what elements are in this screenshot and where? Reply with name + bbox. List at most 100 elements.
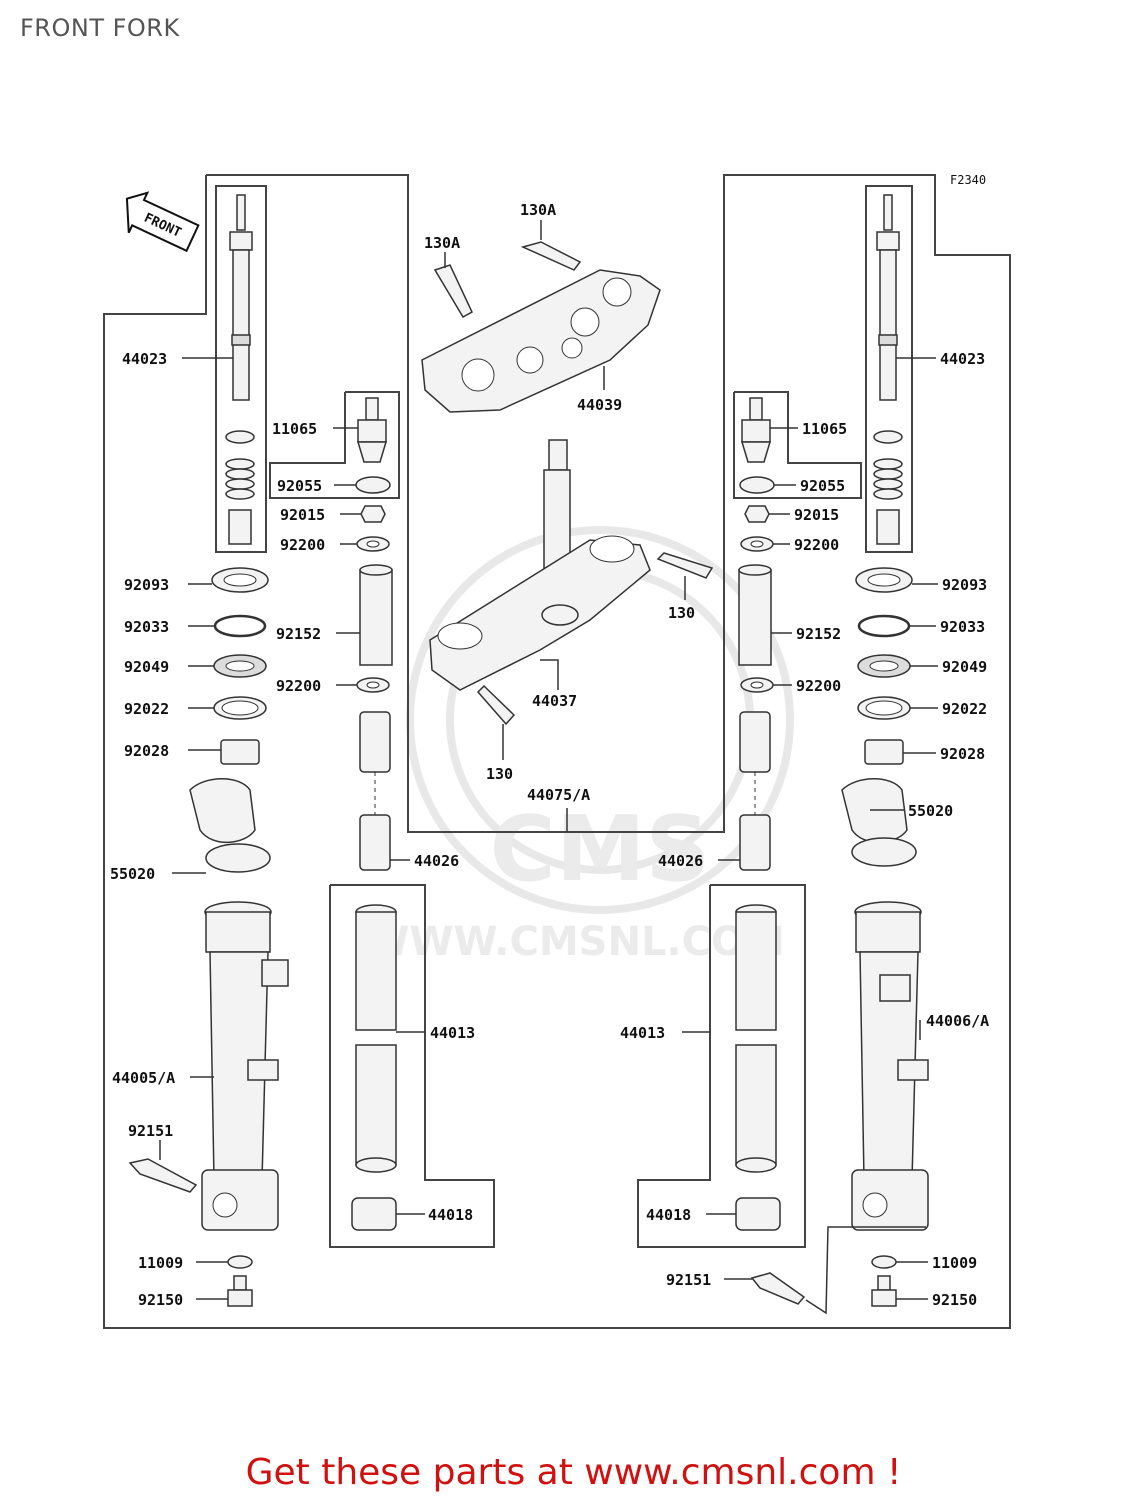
label-44018-left: 44018 — [428, 1206, 473, 1224]
bushing-outer-right — [864, 739, 904, 765]
label-44023-left: 44023 — [122, 350, 167, 368]
steering-stem — [429, 439, 651, 691]
label-92151-left: 92151 — [128, 1122, 173, 1140]
label-92055-right: 92055 — [800, 477, 845, 495]
nut-right — [744, 505, 770, 523]
washer-lower-right — [740, 677, 774, 693]
label-92015-left: 92015 — [280, 506, 325, 524]
label-92033-left: 92033 — [124, 618, 169, 636]
label-92049-left: 92049 — [124, 658, 169, 676]
spacer-left — [359, 564, 393, 666]
washer-plate-right — [857, 696, 911, 720]
label-11065-right: 11065 — [802, 420, 847, 438]
upper-bracket-bolt-a — [433, 264, 473, 319]
watermark-brand: CMS — [490, 797, 710, 902]
washer-upper-left — [356, 536, 390, 552]
label-44013-right: 44013 — [620, 1024, 665, 1042]
upper-bracket — [421, 269, 661, 413]
page-title: FRONT FORK — [20, 14, 180, 42]
label-55020-right: 55020 — [908, 802, 953, 820]
label-92200-left-b: 92200 — [276, 677, 321, 695]
label-92093-right: 92093 — [942, 576, 987, 594]
label-130-a: 130 — [668, 604, 695, 622]
label-92150-right: 92150 — [932, 1291, 977, 1309]
leader-lines — [159, 220, 938, 1315]
outer-tube-left — [201, 901, 289, 1231]
label-92028-right: 92028 — [940, 745, 985, 763]
footer-link[interactable]: Get these parts at www.cmsnl.com ! — [245, 1452, 902, 1493]
label-44006a: 44006/A — [926, 1012, 989, 1030]
label-92150-left: 92150 — [138, 1291, 183, 1309]
label-130A-b: 130A — [520, 201, 556, 219]
fork-spring-left — [359, 711, 391, 871]
figure-code: F2340 — [950, 173, 986, 187]
label-92015-right: 92015 — [794, 506, 839, 524]
label-44005a: 44005/A — [112, 1069, 175, 1087]
damper-rod-right — [876, 194, 900, 401]
label-92152-right: 92152 — [796, 625, 841, 643]
rebound-spring-left — [225, 458, 255, 500]
label-44075a: 44075/A — [527, 786, 590, 804]
label-44023-right: 44023 — [940, 350, 985, 368]
nut-left — [360, 505, 386, 523]
right-fork-parts — [735, 194, 929, 1307]
circlip-right — [857, 614, 911, 638]
label-92055-left: 92055 — [277, 477, 322, 495]
spacer-right — [738, 564, 772, 666]
stem-bolt-a — [656, 552, 714, 579]
axle-bolt-left — [128, 1158, 198, 1193]
label-92200-right-a: 92200 — [794, 536, 839, 554]
label-130A-a: 130A — [424, 234, 460, 252]
washer-lower-left — [356, 677, 390, 693]
label-92022-right: 92022 — [942, 700, 987, 718]
label-44039: 44039 — [577, 396, 622, 414]
fork-guard-left — [189, 778, 271, 873]
label-92022-left: 92022 — [124, 700, 169, 718]
label-92151-right: 92151 — [666, 1271, 711, 1289]
oil-lock-piece-right — [876, 509, 900, 545]
label-44037: 44037 — [532, 692, 577, 710]
slide-bushing-left — [351, 1197, 397, 1231]
o-ring-left — [355, 476, 391, 494]
o-ring-right — [739, 476, 775, 494]
piston-ring-right — [873, 430, 903, 444]
inner-tube-right — [735, 904, 777, 1173]
left-fork-parts — [128, 194, 397, 1307]
label-11009-right: 11009 — [932, 1254, 977, 1272]
label-11065-left: 11065 — [272, 420, 317, 438]
watermark-url: WWW.CMSNL.COM — [365, 919, 785, 965]
drain-bolt-left — [227, 1275, 253, 1307]
label-92200-left-a: 92200 — [280, 536, 325, 554]
fork-guard-right — [841, 778, 917, 867]
dust-seal-right — [855, 567, 913, 593]
rebound-spring-right — [873, 458, 903, 500]
cap-bolt-left — [356, 397, 388, 463]
label-92033-right: 92033 — [940, 618, 985, 636]
label-130-b: 130 — [486, 765, 513, 783]
inner-tube-left — [355, 904, 397, 1173]
damper-rod-left — [229, 194, 253, 401]
slide-bushing-right — [735, 1197, 781, 1231]
label-44013-left: 44013 — [430, 1024, 475, 1042]
upper-bracket-bolt-b — [520, 241, 582, 271]
fork-spring-right — [739, 711, 771, 871]
frame-outline — [103, 174, 1011, 1329]
label-44026-left: 44026 — [414, 852, 459, 870]
label-55020-left: 55020 — [110, 865, 155, 883]
axle-bolt-right — [750, 1272, 806, 1305]
cap-bolt-right — [740, 397, 772, 463]
gasket-left — [227, 1255, 253, 1269]
part-labels: 44023 11065 92055 92015 92200 92093 9203… — [110, 201, 989, 1309]
label-44018-right: 44018 — [646, 1206, 691, 1224]
drain-bolt-right — [871, 1275, 897, 1307]
oil-seal-right — [857, 654, 911, 678]
label-11009-left: 11009 — [138, 1254, 183, 1272]
label-92049-right: 92049 — [942, 658, 987, 676]
washer-upper-right — [740, 536, 774, 552]
label-92200-right-b: 92200 — [796, 677, 841, 695]
dust-seal-left — [211, 567, 269, 593]
label-92028-left: 92028 — [124, 742, 169, 760]
label-44026-right: 44026 — [658, 852, 703, 870]
outer-tube-right — [851, 901, 929, 1231]
